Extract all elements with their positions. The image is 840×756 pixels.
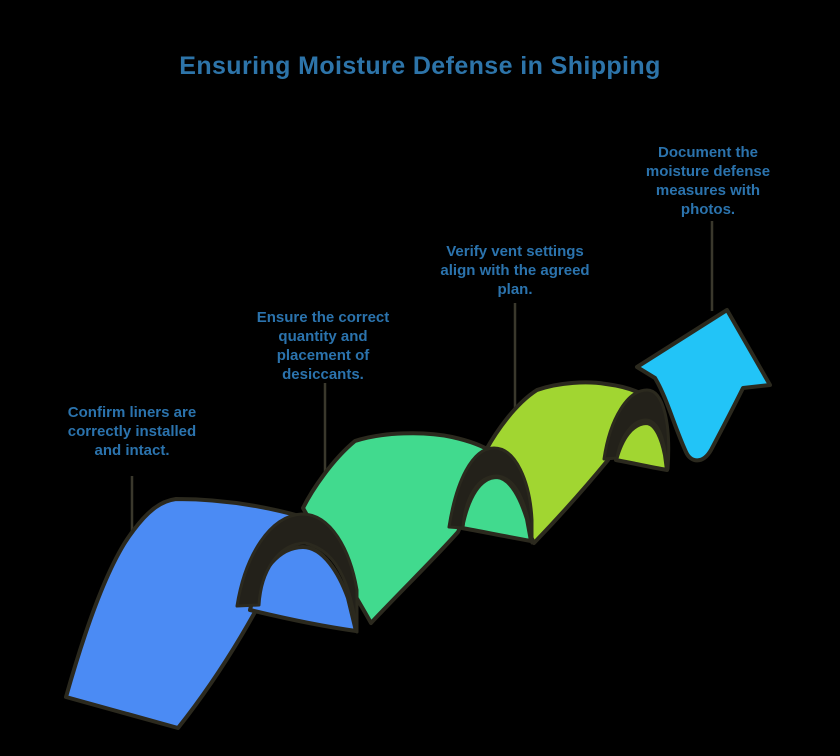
- wave-segment-1: [64, 497, 305, 730]
- arrow-up-icon: [635, 308, 772, 463]
- wave-fold-face-3: [614, 421, 669, 472]
- wave-fold-face-2: [460, 475, 533, 543]
- wave-fold-arch-2: [447, 446, 534, 545]
- page-title: Ensuring Moisture Defense in Shipping: [179, 52, 661, 80]
- wave-fold-arch-3: [602, 388, 671, 472]
- step-label-3: Verify vent settings align with the agre…: [440, 243, 590, 298]
- step-label-4: Document the moisture defense measures w…: [645, 144, 771, 218]
- wave-fold-arch-1: [235, 512, 359, 634]
- step-label-1: Confirm liners are correctly installed a…: [67, 404, 197, 459]
- step-label-2: Ensure the correct quantity and placemen…: [256, 309, 390, 383]
